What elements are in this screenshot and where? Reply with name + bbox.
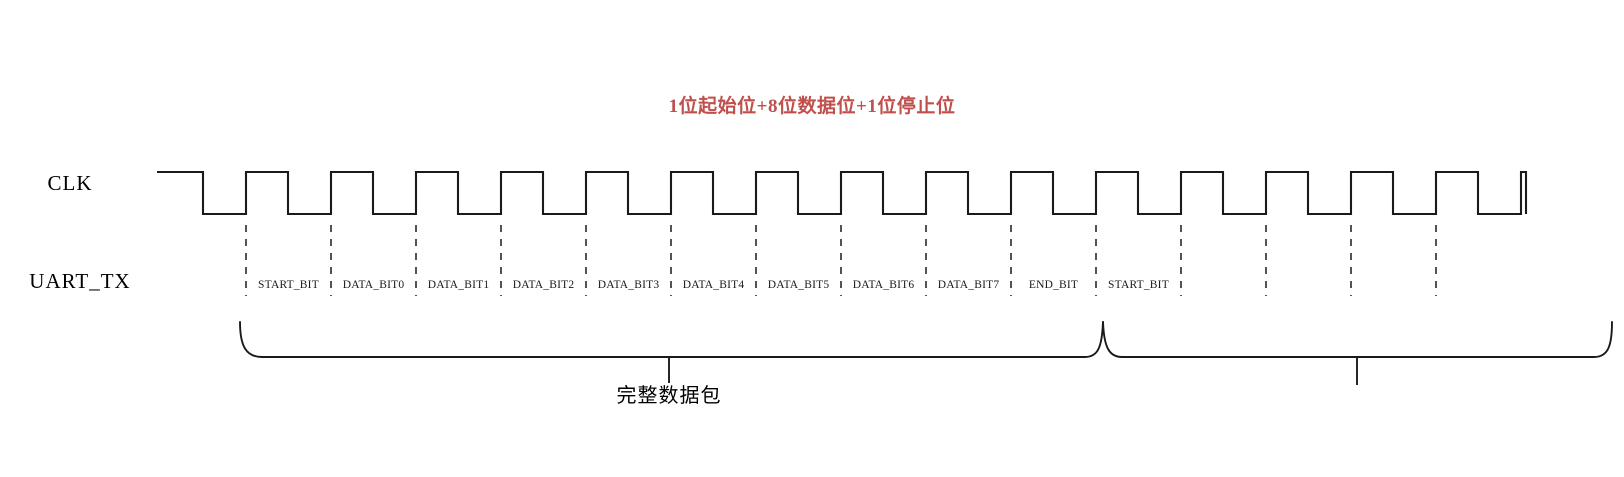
packet-brace-label: 完整数据包 — [616, 385, 722, 407]
bit-field-labels: START_BIT DATA_BIT0 DATA_BIT1 DATA_BIT2 … — [258, 279, 1169, 291]
bit-boundary-dashed-lines — [245, 225, 1437, 296]
bit-field-label: DATA_BIT0 — [343, 279, 405, 291]
brace-complete-packet — [239, 321, 1104, 358]
bit-field-label: DATA_BIT3 — [598, 279, 660, 291]
bit-field-label: END_BIT — [1029, 279, 1078, 291]
bit-field-label: DATA_BIT7 — [938, 279, 1000, 291]
bit-field-label: DATA_BIT4 — [683, 279, 745, 291]
clk-waveform — [157, 170, 1528, 216]
diagram-title: 1位起始位+8位数据位+1位停止位 — [668, 96, 956, 117]
bit-field-label: DATA_BIT6 — [853, 279, 915, 291]
brace-next-packet — [1102, 321, 1613, 358]
bit-field-label: DATA_BIT2 — [513, 279, 575, 291]
signal-label-uart-tx: UART_TX — [29, 269, 131, 293]
bit-field-label: DATA_BIT1 — [428, 279, 490, 291]
bit-field-label: START_BIT — [258, 279, 319, 291]
bit-field-label: DATA_BIT5 — [768, 279, 830, 291]
bit-field-label: START_BIT — [1108, 279, 1169, 291]
signal-label-clk: CLK — [47, 171, 93, 195]
